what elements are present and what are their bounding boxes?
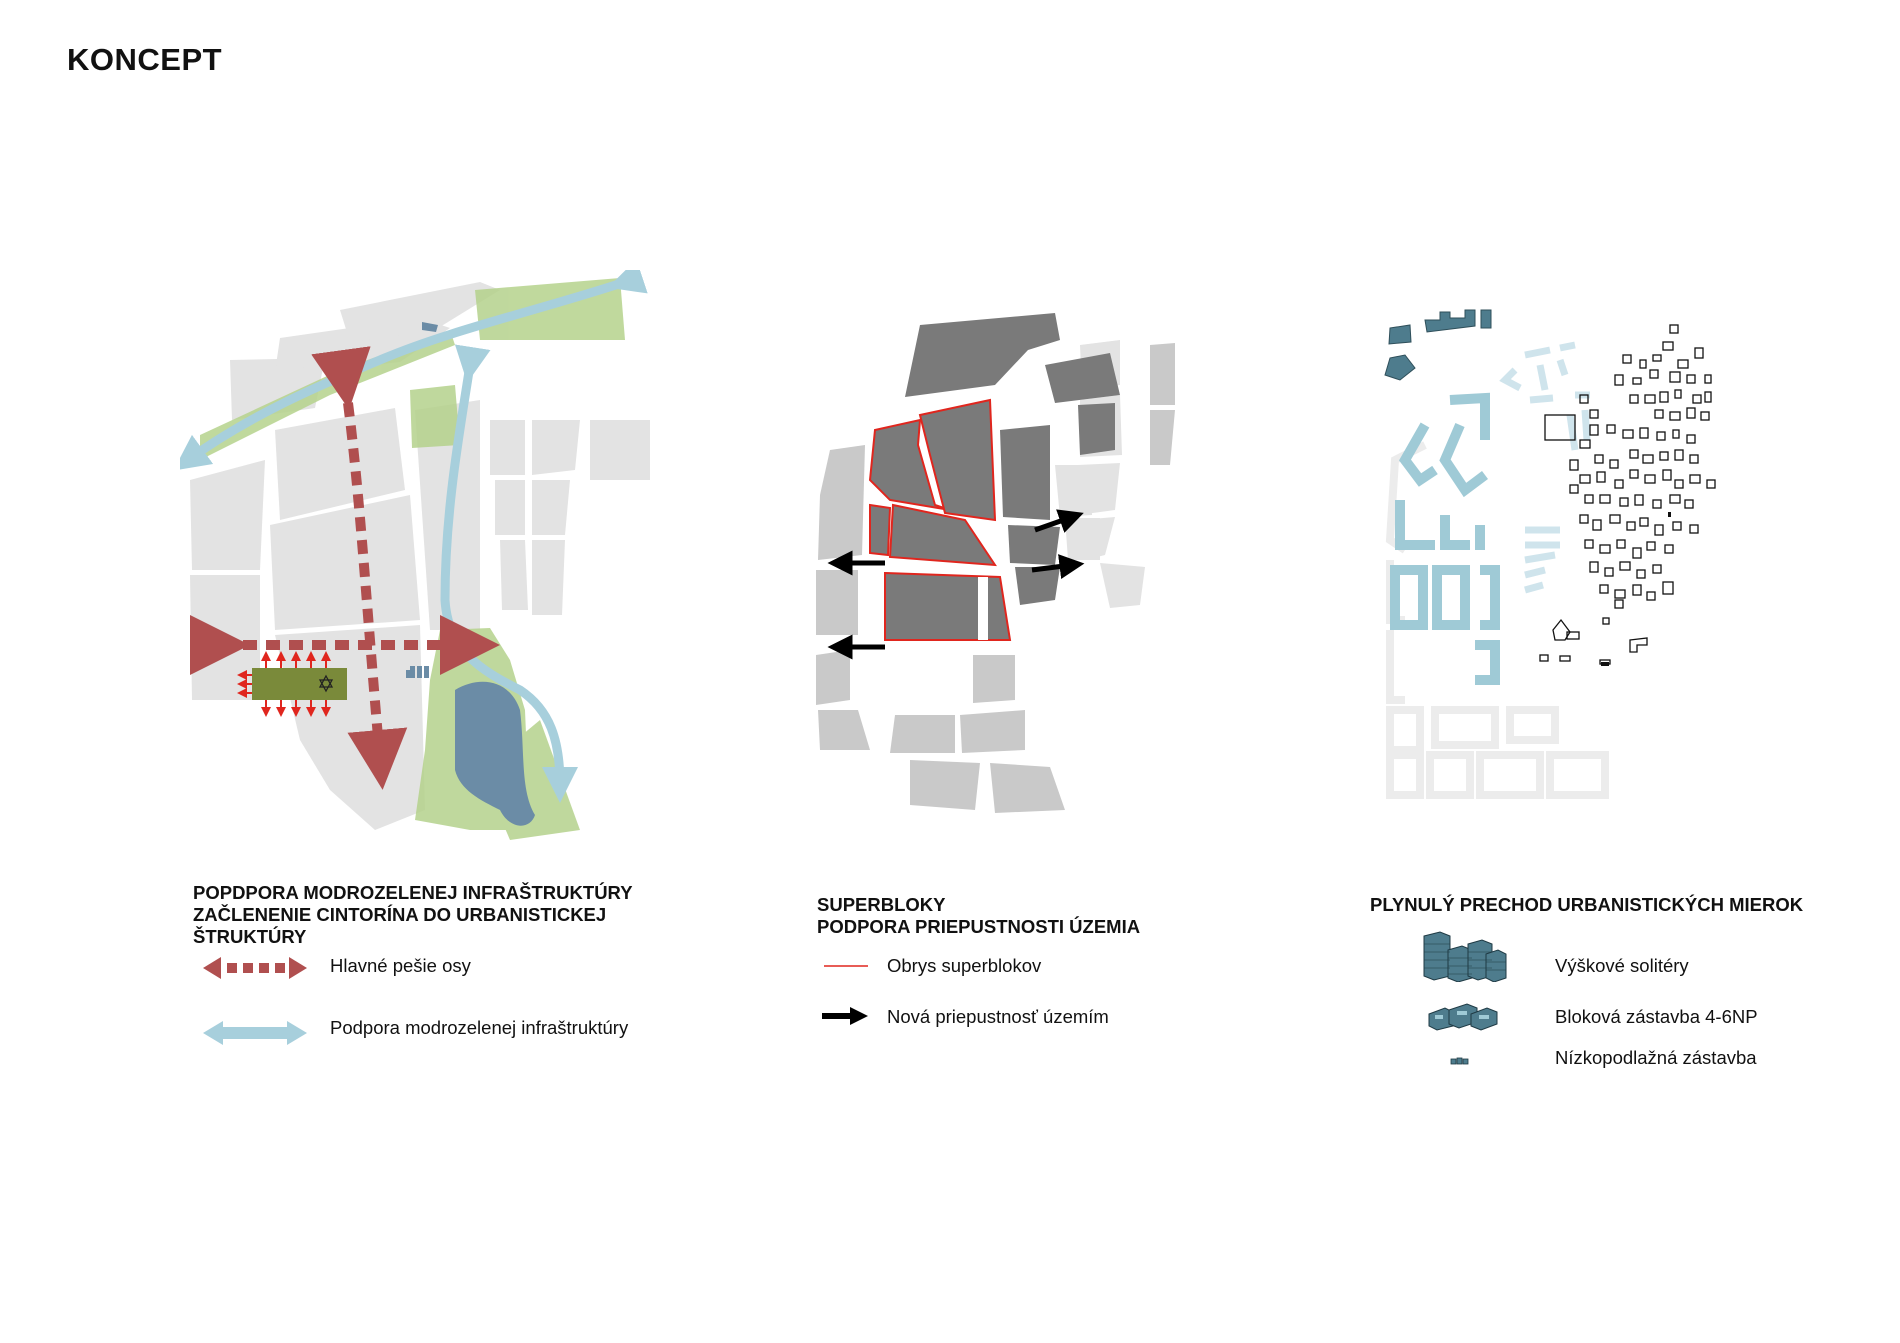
legend-label-new-permeability: Nová priepustnosť územím bbox=[887, 1006, 1109, 1027]
cemetery-permeability-arrows bbox=[237, 651, 331, 717]
superblock-5 bbox=[884, 571, 1012, 641]
blue-green-infrastructure-map bbox=[180, 270, 650, 840]
superblock-1 bbox=[868, 418, 951, 511]
high-rise-towers-icon bbox=[1423, 931, 1507, 982]
legend-label-block-buildings: Bloková zástavba 4-6NP bbox=[1555, 1006, 1758, 1027]
panel2-heading-line-2: PODPORA PRIEPUSTNOSTI ÚZEMIA bbox=[817, 916, 1141, 937]
legend-label-blue-green-infrastructure: Podpora modrozelenej infraštruktúry bbox=[330, 1017, 629, 1038]
panel1-heading: POPDPORA MODROZELENEJ INFRAŠTRUKTÚRY ZAČ… bbox=[193, 882, 633, 948]
panel2-heading-line-1: SUPERBLOKY bbox=[817, 894, 946, 915]
superblock-2 bbox=[918, 398, 997, 522]
blue-double-arrow-icon bbox=[203, 1021, 307, 1045]
legend-label-superblock-outline: Obrys superblokov bbox=[887, 955, 1042, 976]
legend-label-low-rise: Nízkopodlažná zástavba bbox=[1555, 1047, 1757, 1068]
urban-blocks bbox=[190, 282, 650, 830]
panel3-heading: PLYNULÝ PRECHOD URBANISTICKÝCH MIEROK bbox=[1370, 894, 1803, 916]
panel2-heading: SUPERBLOKY PODPORA PRIEPUSTNOSTI ÚZEMIA bbox=[817, 894, 1140, 938]
block-buildings-faded bbox=[1499, 341, 1591, 594]
superblock-3 bbox=[888, 503, 997, 567]
legend-label-high-rise: Výškové solitéry bbox=[1555, 955, 1689, 976]
superblocks bbox=[868, 398, 1012, 641]
legend-label-pedestrian-axes: Hlavné pešie osy bbox=[330, 955, 471, 976]
low-rise-houses bbox=[1539, 324, 1716, 665]
urban-scale-transition-map bbox=[1384, 309, 1716, 799]
panel1-heading-line-2: ZAČLENENIE CINTORÍNA DO URBANISTICKEJ bbox=[193, 904, 607, 925]
block-buildings-icon bbox=[1428, 1003, 1498, 1031]
red-line-icon bbox=[824, 965, 868, 967]
high-rise-towers bbox=[1384, 309, 1492, 381]
superblocks-map bbox=[816, 313, 1175, 813]
cemetery-block bbox=[252, 668, 347, 700]
page-title: KONCEPT bbox=[67, 42, 223, 77]
black-arrow-icon bbox=[822, 1007, 868, 1025]
panel3-heading-line-1: PLYNULÝ PRECHOD URBANISTICKÝCH MIEROK bbox=[1370, 894, 1804, 915]
low-rise-houses-icon bbox=[1450, 1057, 1469, 1065]
permeability-arrows bbox=[827, 509, 1085, 660]
red-dashed-double-arrow-icon bbox=[203, 957, 307, 979]
dark-blocks bbox=[905, 313, 1120, 605]
pedestrian-axis-north-south bbox=[311, 346, 408, 790]
star-of-david-icon bbox=[318, 674, 334, 693]
block-buildings bbox=[1390, 392, 1500, 685]
panel1-heading-line-1: POPDPORA MODROZELENEJ INFRAŠTRUKTÚRY bbox=[193, 882, 633, 903]
mid-grey-blocks bbox=[816, 343, 1175, 813]
superblock-4 bbox=[869, 503, 892, 557]
panel1-heading-line-3: ŠTRUKTÚRY bbox=[193, 926, 307, 947]
